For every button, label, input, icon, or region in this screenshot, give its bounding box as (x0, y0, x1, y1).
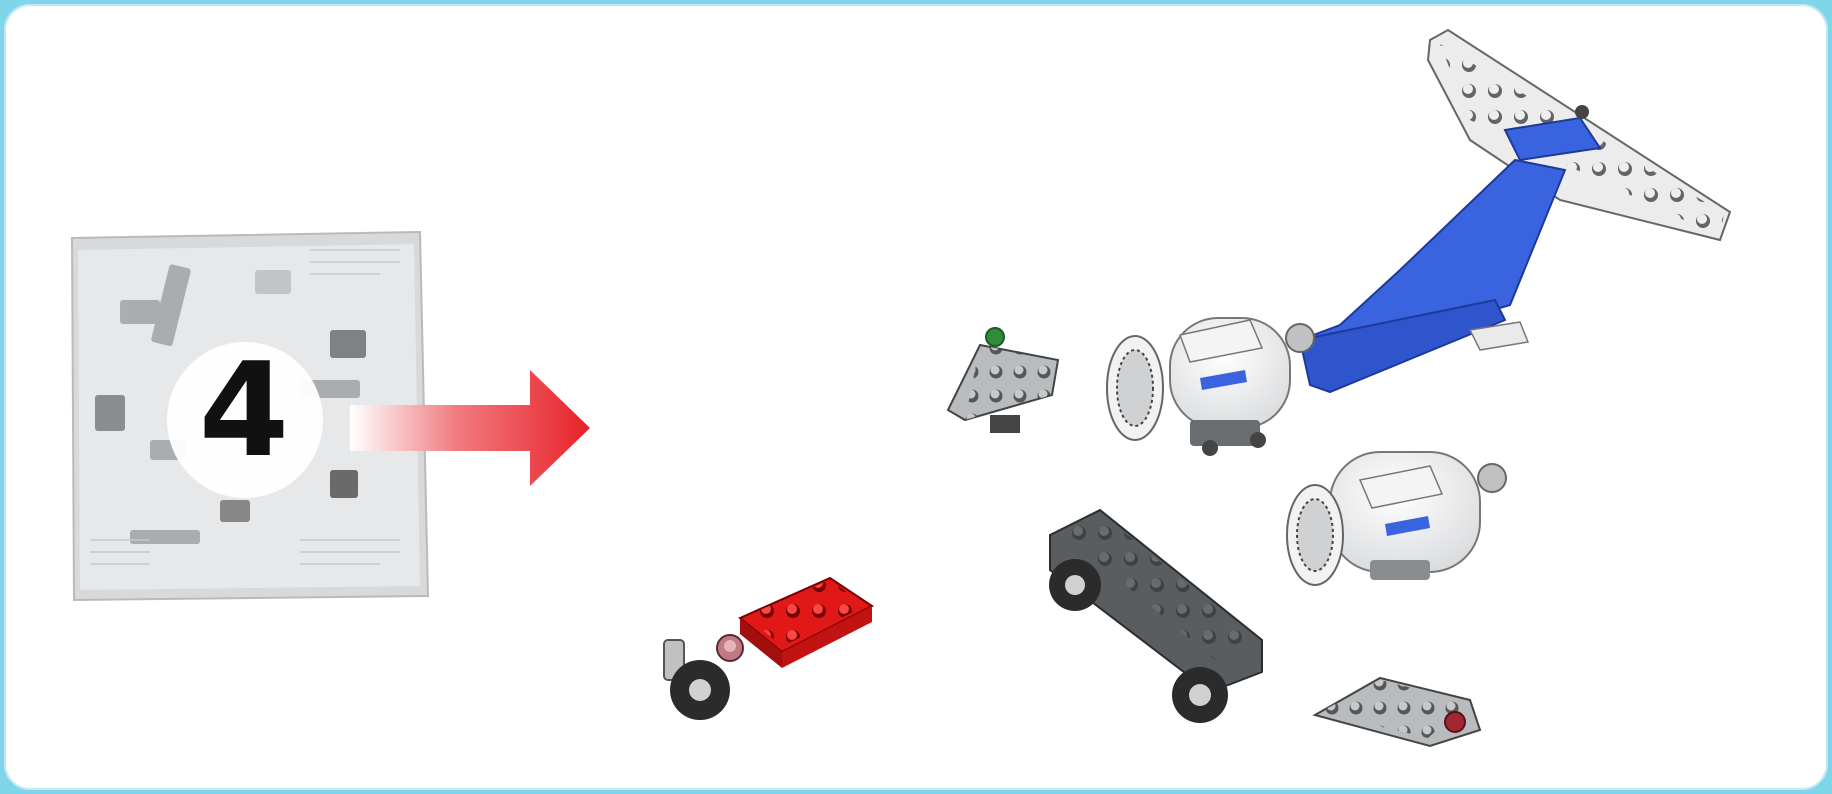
tail-fin (1300, 160, 1565, 392)
wedge-plate-left (948, 328, 1058, 433)
red-plate (740, 578, 872, 668)
wedge-plate-right (1315, 678, 1480, 746)
engine-lower (1287, 452, 1506, 585)
wheel-plate (1049, 510, 1262, 723)
engine-upper (1107, 318, 1314, 456)
nose-wheel (664, 635, 743, 720)
bag-number-label: 4 (196, 345, 292, 475)
